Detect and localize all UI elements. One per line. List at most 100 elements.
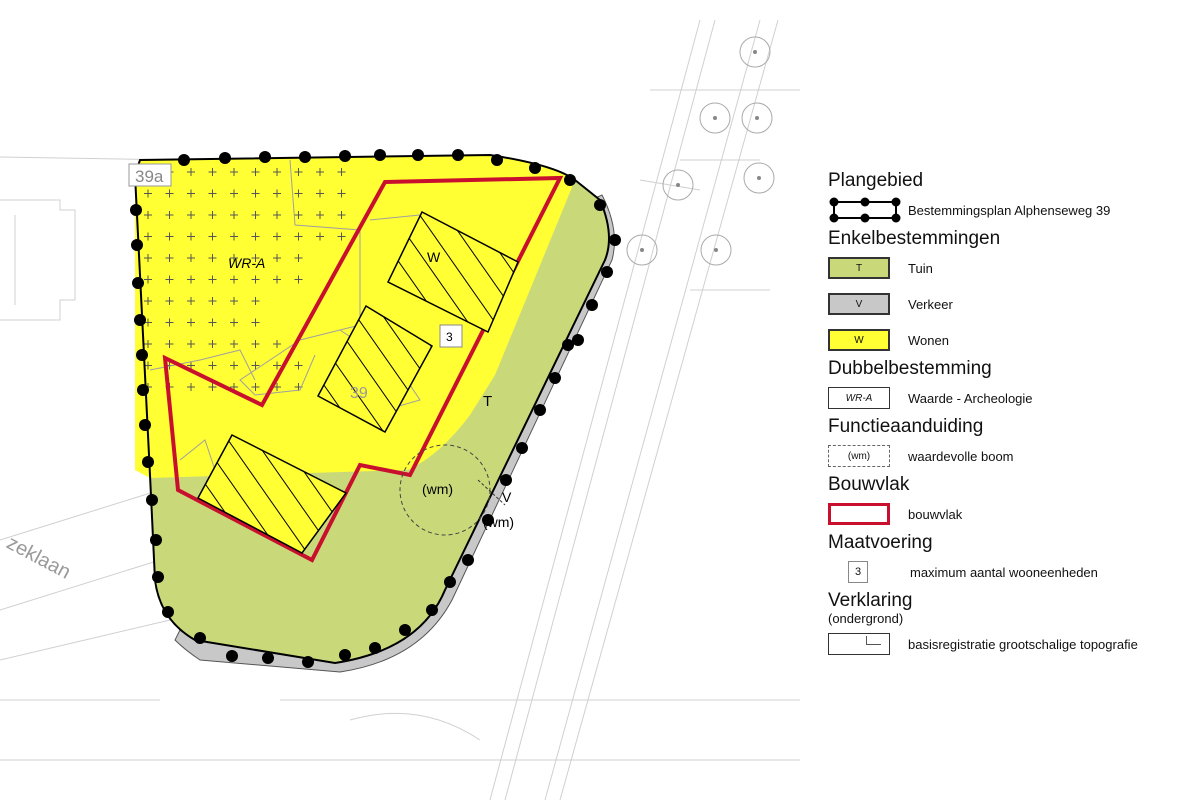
cross-mark (187, 297, 195, 305)
cross-mark (208, 168, 217, 176)
cross-mark (144, 254, 152, 262)
legend-label-wonen: Wonen (908, 332, 949, 348)
boundary-dot (462, 554, 474, 566)
cross-mark (251, 361, 260, 370)
boundary-dot (136, 349, 148, 361)
cross-mark (144, 211, 152, 219)
cross-mark (251, 189, 260, 198)
boundary-dot (259, 151, 271, 163)
cross-mark (251, 275, 260, 284)
cross-mark (316, 232, 324, 241)
cross-mark (187, 254, 195, 262)
legend-row-maat: 3 maximum aantal wooneenheden (828, 554, 1188, 590)
cross-mark (294, 168, 303, 176)
cross-mark (294, 232, 303, 241)
boundary-dot (369, 642, 381, 654)
boundary-dot (142, 456, 154, 468)
boundary-dot (339, 649, 351, 661)
boundary-dot (594, 199, 606, 211)
plangebied-boundary (133, 153, 610, 665)
cross-mark (144, 189, 152, 198)
cross-mark (251, 254, 260, 262)
cross-mark (316, 211, 324, 219)
cross-mark (273, 254, 281, 262)
units-box (439, 324, 463, 348)
cross-mark (230, 232, 238, 241)
legend-row-tuin: T Tuin (828, 250, 1188, 286)
wr-a-swatch: WR-A (828, 387, 890, 409)
cross-mark (165, 318, 174, 327)
cross-mark (165, 254, 174, 262)
boundary-dot (178, 154, 190, 166)
boundary-dot (150, 534, 162, 546)
boundary-dot (549, 372, 561, 384)
cross-mark (208, 383, 217, 391)
tuin-swatch: T (828, 257, 890, 279)
cross-mark (251, 318, 260, 327)
boundary-dot (516, 442, 528, 454)
boundary-dot (226, 650, 238, 662)
wm-swatch: (wm) (828, 445, 890, 467)
legend-row-wonen: W Wonen (828, 322, 1188, 358)
legend-heading-verklaring: Verklaring (828, 590, 913, 611)
cross-mark (208, 275, 217, 284)
legend-row-functie: (wm) waardevolle boom (828, 438, 1188, 474)
valuable-tree-marker (477, 479, 506, 506)
cross-mark (316, 189, 324, 198)
boundary-dot (399, 624, 411, 636)
cross-mark (273, 189, 281, 198)
boundary-dot (586, 299, 598, 311)
address-39a-label: 39a (135, 167, 164, 186)
address-39-label: 39 (350, 385, 368, 402)
cross-mark (187, 168, 195, 176)
building-block-1 (387, 210, 519, 334)
verkeer-label: V (502, 489, 512, 505)
legend: Plangebied Bestemmingsplan Alphenseweg 3… (828, 170, 1188, 662)
cross-mark (187, 383, 195, 391)
building-block-3 (196, 433, 348, 554)
legend-heading-bouwvlak: Bouwvlak (828, 474, 910, 495)
building-block-2 (316, 304, 434, 434)
cross-mark (230, 318, 238, 327)
boundary-dot (194, 632, 206, 644)
legend-label-bouwvlak: bouwvlak (908, 506, 963, 522)
boundary-dot (299, 151, 311, 163)
legend-label-dubbel: Waarde - Archeologie (908, 390, 1033, 406)
cross-mark (273, 361, 281, 370)
plangebied-boundary-dots (130, 149, 621, 668)
cross-mark (230, 275, 238, 284)
boundary-dot (609, 234, 621, 246)
cross-mark (294, 361, 303, 370)
legend-label-functie: waardevolle boom (908, 448, 1014, 464)
cross-mark (144, 297, 152, 305)
cross-mark (187, 189, 195, 198)
units-label: 3 (446, 330, 453, 344)
bouwvlak-swatch (828, 503, 890, 525)
cross-mark (294, 211, 303, 219)
boundary-dot (426, 604, 438, 616)
boundary-dot (131, 239, 143, 251)
wr-a-label: WR-A (228, 255, 265, 271)
wr-a-cross-pattern (144, 168, 346, 391)
boundary-dot (444, 576, 456, 588)
cross-mark (337, 168, 346, 176)
legend-row-verklaring: basisregistratie grootschalige topografi… (828, 626, 1188, 662)
wonen-swatch: W (828, 329, 890, 351)
cross-mark (230, 297, 238, 305)
cross-mark (230, 168, 238, 176)
boundary-dot (134, 314, 146, 326)
cross-mark (187, 318, 195, 327)
cross-mark (208, 340, 217, 348)
boundary-dot (500, 474, 512, 486)
boundary-dot (491, 154, 503, 166)
cross-mark (187, 275, 195, 284)
cross-mark (144, 340, 152, 348)
boundary-dot (139, 419, 151, 431)
tree-dots (640, 50, 761, 252)
cross-mark (230, 254, 238, 262)
cross-mark (337, 232, 346, 241)
cross-mark (316, 168, 324, 176)
boundary-dot (262, 652, 274, 664)
cross-mark (230, 189, 238, 198)
legend-row-verkeer: V Verkeer (828, 286, 1188, 322)
